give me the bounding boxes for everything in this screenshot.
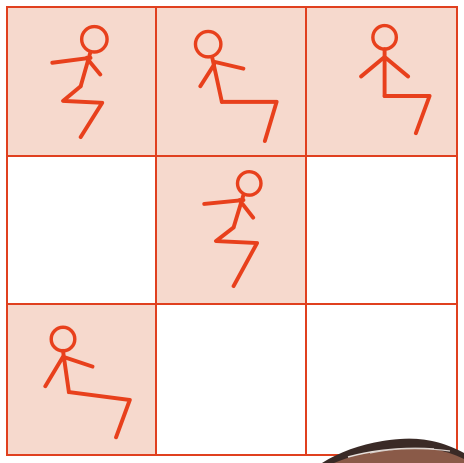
stick-figure-icon bbox=[8, 305, 155, 454]
grid-cell-r2-c3[interactable] bbox=[307, 157, 456, 306]
grid-cell-r3-c1[interactable] bbox=[8, 305, 157, 454]
stick-figure-icon bbox=[8, 8, 155, 155]
grid-cell-r2-c2[interactable] bbox=[157, 157, 306, 306]
grid-cell-r3-c2[interactable] bbox=[157, 305, 306, 454]
stick-figure-icon bbox=[307, 8, 456, 155]
grid-cell-r1-c1[interactable] bbox=[8, 8, 157, 157]
stick-figure-icon bbox=[157, 8, 304, 155]
grid-cell-r1-c3[interactable] bbox=[307, 8, 456, 157]
puzzle-grid bbox=[6, 6, 458, 456]
grid-cell-r3-c3[interactable] bbox=[307, 305, 456, 454]
stick-figure-icon bbox=[157, 157, 304, 304]
grid-cell-r2-c1[interactable] bbox=[8, 157, 157, 306]
grid-cell-r1-c2[interactable] bbox=[157, 8, 306, 157]
